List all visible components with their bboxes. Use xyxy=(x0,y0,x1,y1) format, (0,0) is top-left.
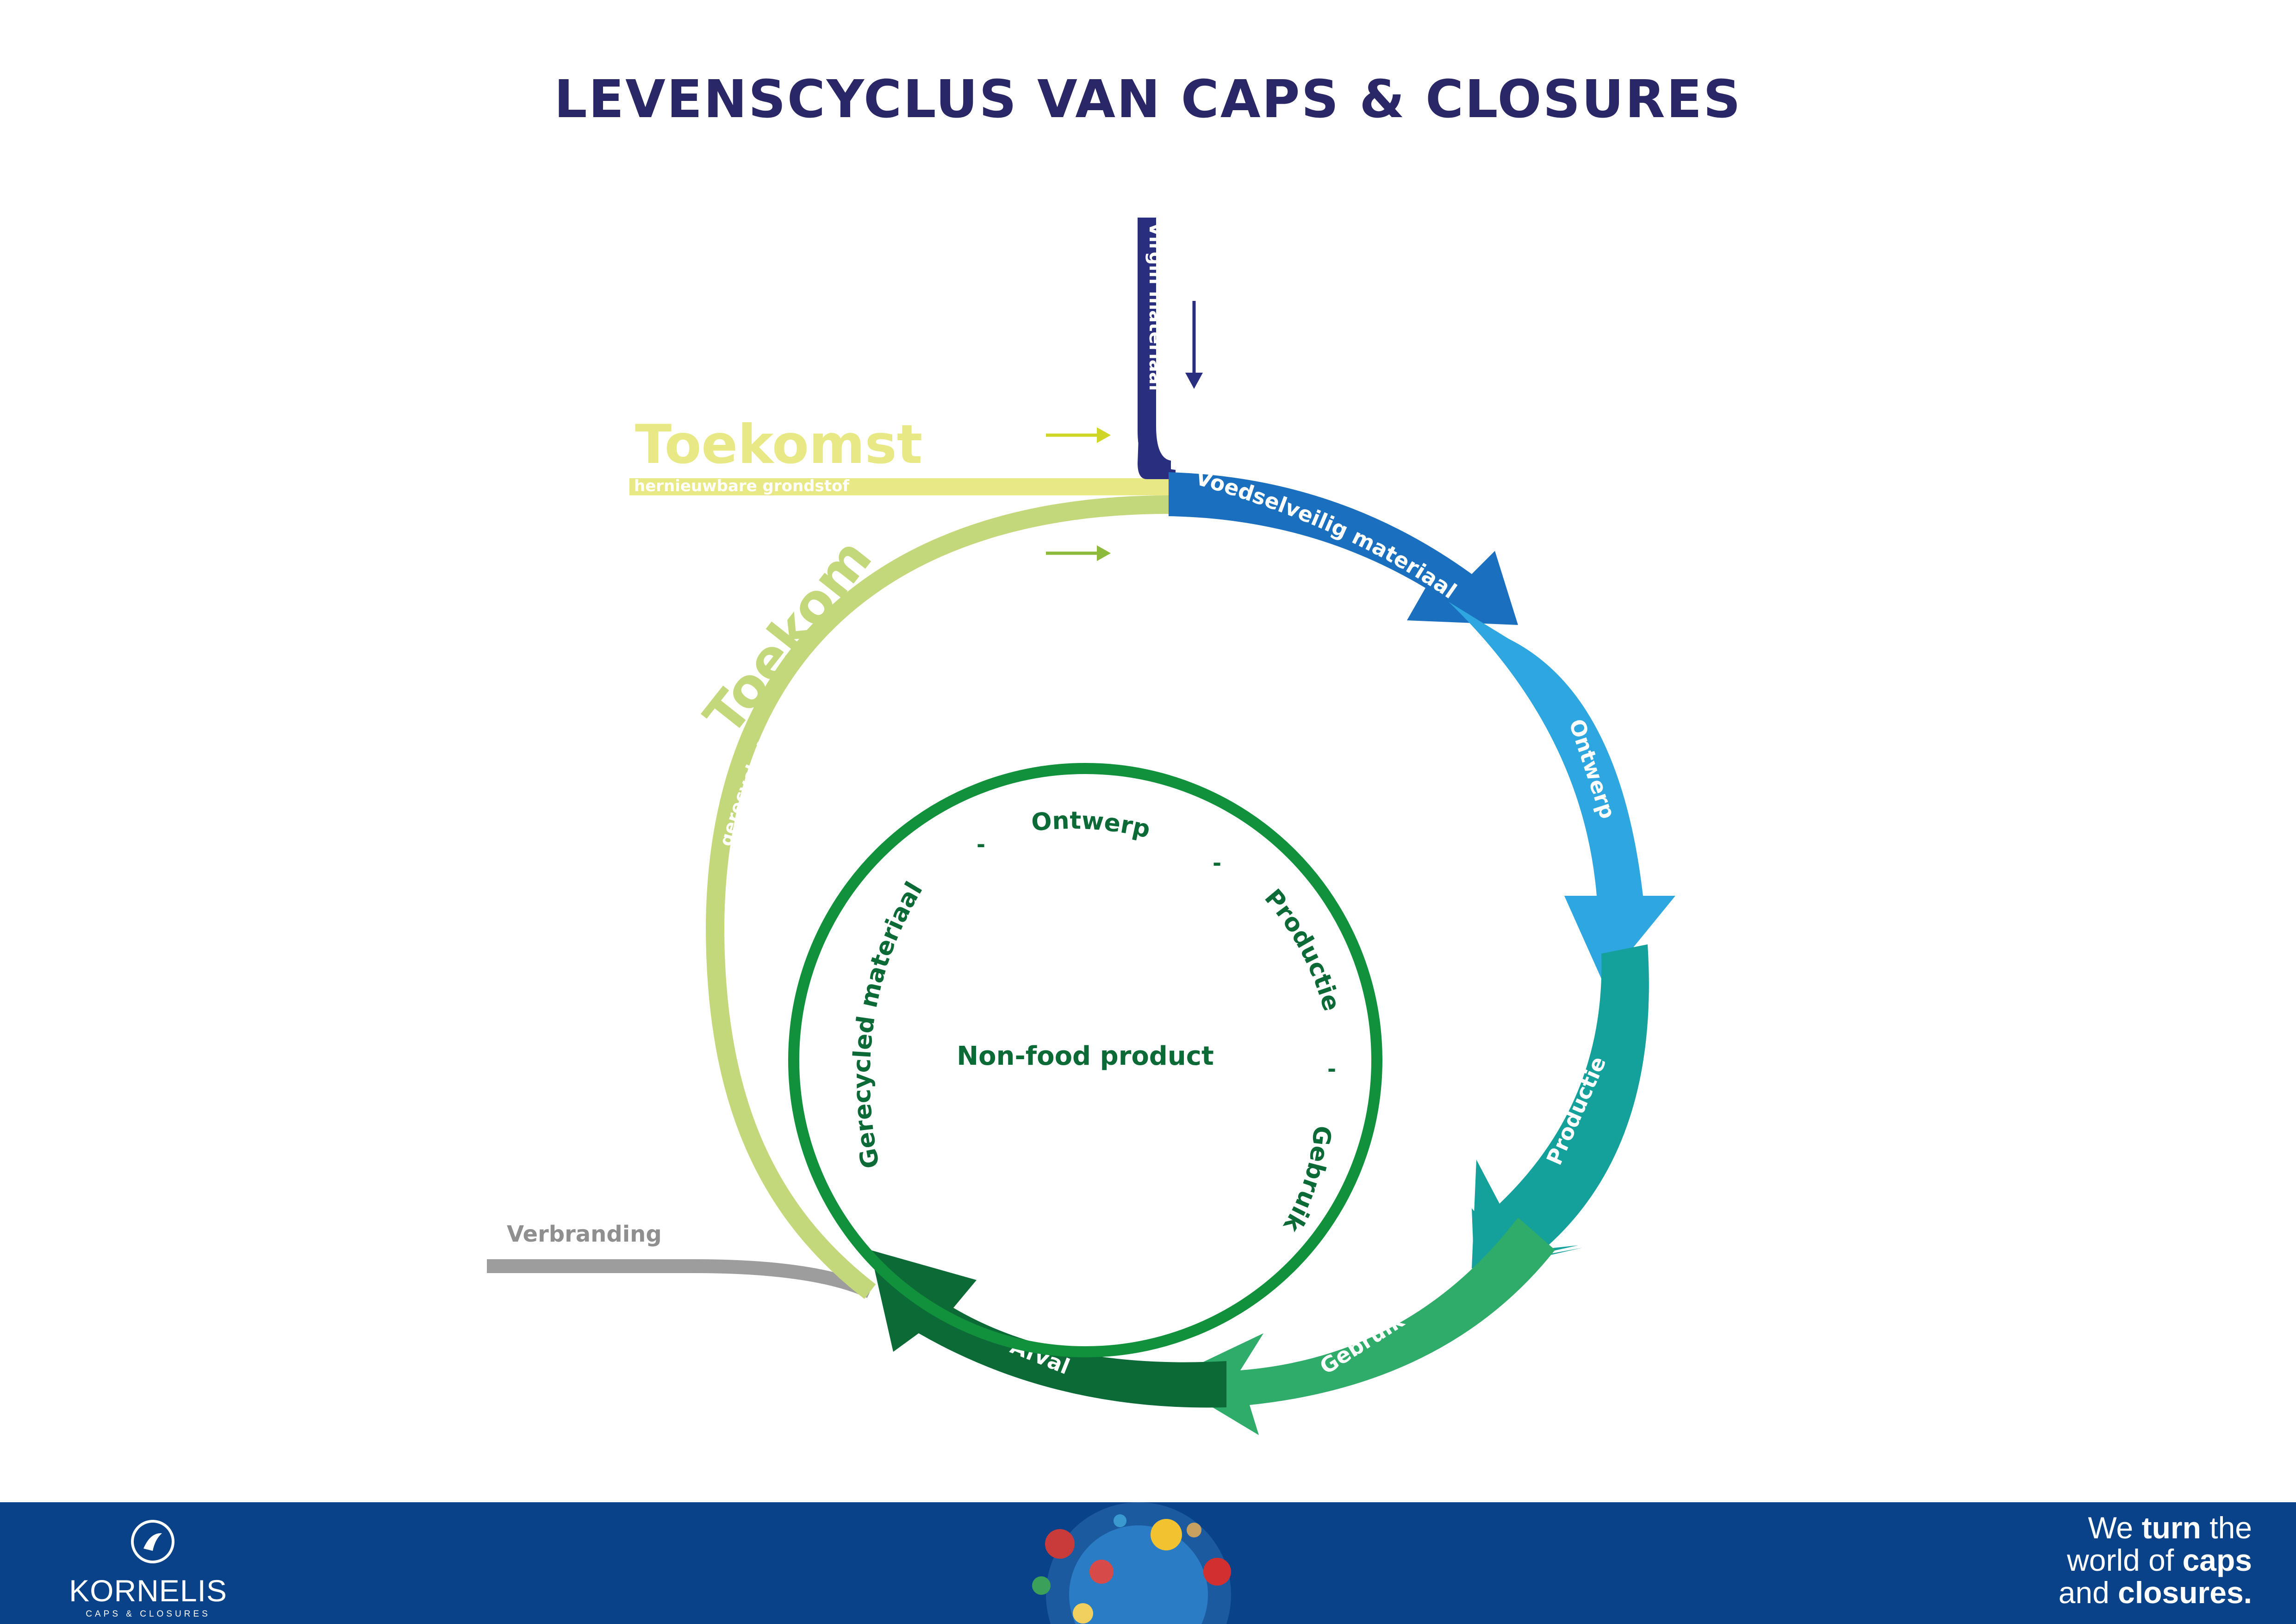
label-food-safe: Voedselveilig materiaal xyxy=(1193,465,1461,604)
inner-separator-2: - xyxy=(1213,850,1221,875)
virgin-band-body xyxy=(1138,218,1171,479)
tagline: We turn the world of caps and closures. xyxy=(2059,1512,2252,1609)
inner-label-recycled: Gerecycled materiaal xyxy=(848,877,928,1171)
recycled-outer-arc xyxy=(705,495,1169,1299)
virgin-arrow-head xyxy=(1185,373,1203,389)
renewable-subtitle: hernieuwbare grondstof xyxy=(634,477,850,495)
logo-name: KORNELIS xyxy=(69,1574,227,1608)
segment-waste xyxy=(870,1250,1226,1408)
page-title: LEVENSCYCLUS VAN CAPS & CLOSURES xyxy=(554,69,1742,130)
segment-use xyxy=(1166,1218,1555,1435)
inner-separator-1: - xyxy=(977,832,985,857)
segment-food-safe xyxy=(1169,472,1518,625)
logo-subtitle: CAPS & CLOSURES xyxy=(86,1609,211,1619)
segment-production-tail xyxy=(1472,944,1649,1268)
footer-bar: KORNELIS CAPS & CLOSURES We turn the wor… xyxy=(0,1502,2296,1624)
caps-globe-image xyxy=(1032,1502,1231,1624)
recycled-arrow-head xyxy=(1097,545,1111,561)
inner-separator-3: - xyxy=(1327,1056,1336,1081)
renewable-band xyxy=(629,478,1169,495)
kornelis-logo: KORNELIS CAPS & CLOSURES xyxy=(65,1518,231,1619)
virgin-label: Virgin materiaal xyxy=(1145,222,1166,391)
inner-cycle-ring xyxy=(788,763,1382,1357)
kornelis-logo-icon xyxy=(131,1520,174,1563)
incineration-label: Verbranding xyxy=(507,1221,662,1247)
renewable-title: Toekomst xyxy=(635,413,922,476)
recycled-future-title: Toekomst xyxy=(0,0,884,746)
tagline-line-3: and closures. xyxy=(2058,1575,2252,1610)
inner-label-design: Ontwerp xyxy=(1030,807,1153,844)
inner-center-label: Non-food product xyxy=(957,1041,1213,1071)
incineration-line xyxy=(487,1259,873,1298)
segment-design xyxy=(1449,602,1675,984)
tagline-line-2: world of caps xyxy=(2067,1543,2252,1577)
renewable-arrow-head xyxy=(1097,427,1111,443)
tagline-line-1: We turn the xyxy=(2088,1511,2252,1545)
